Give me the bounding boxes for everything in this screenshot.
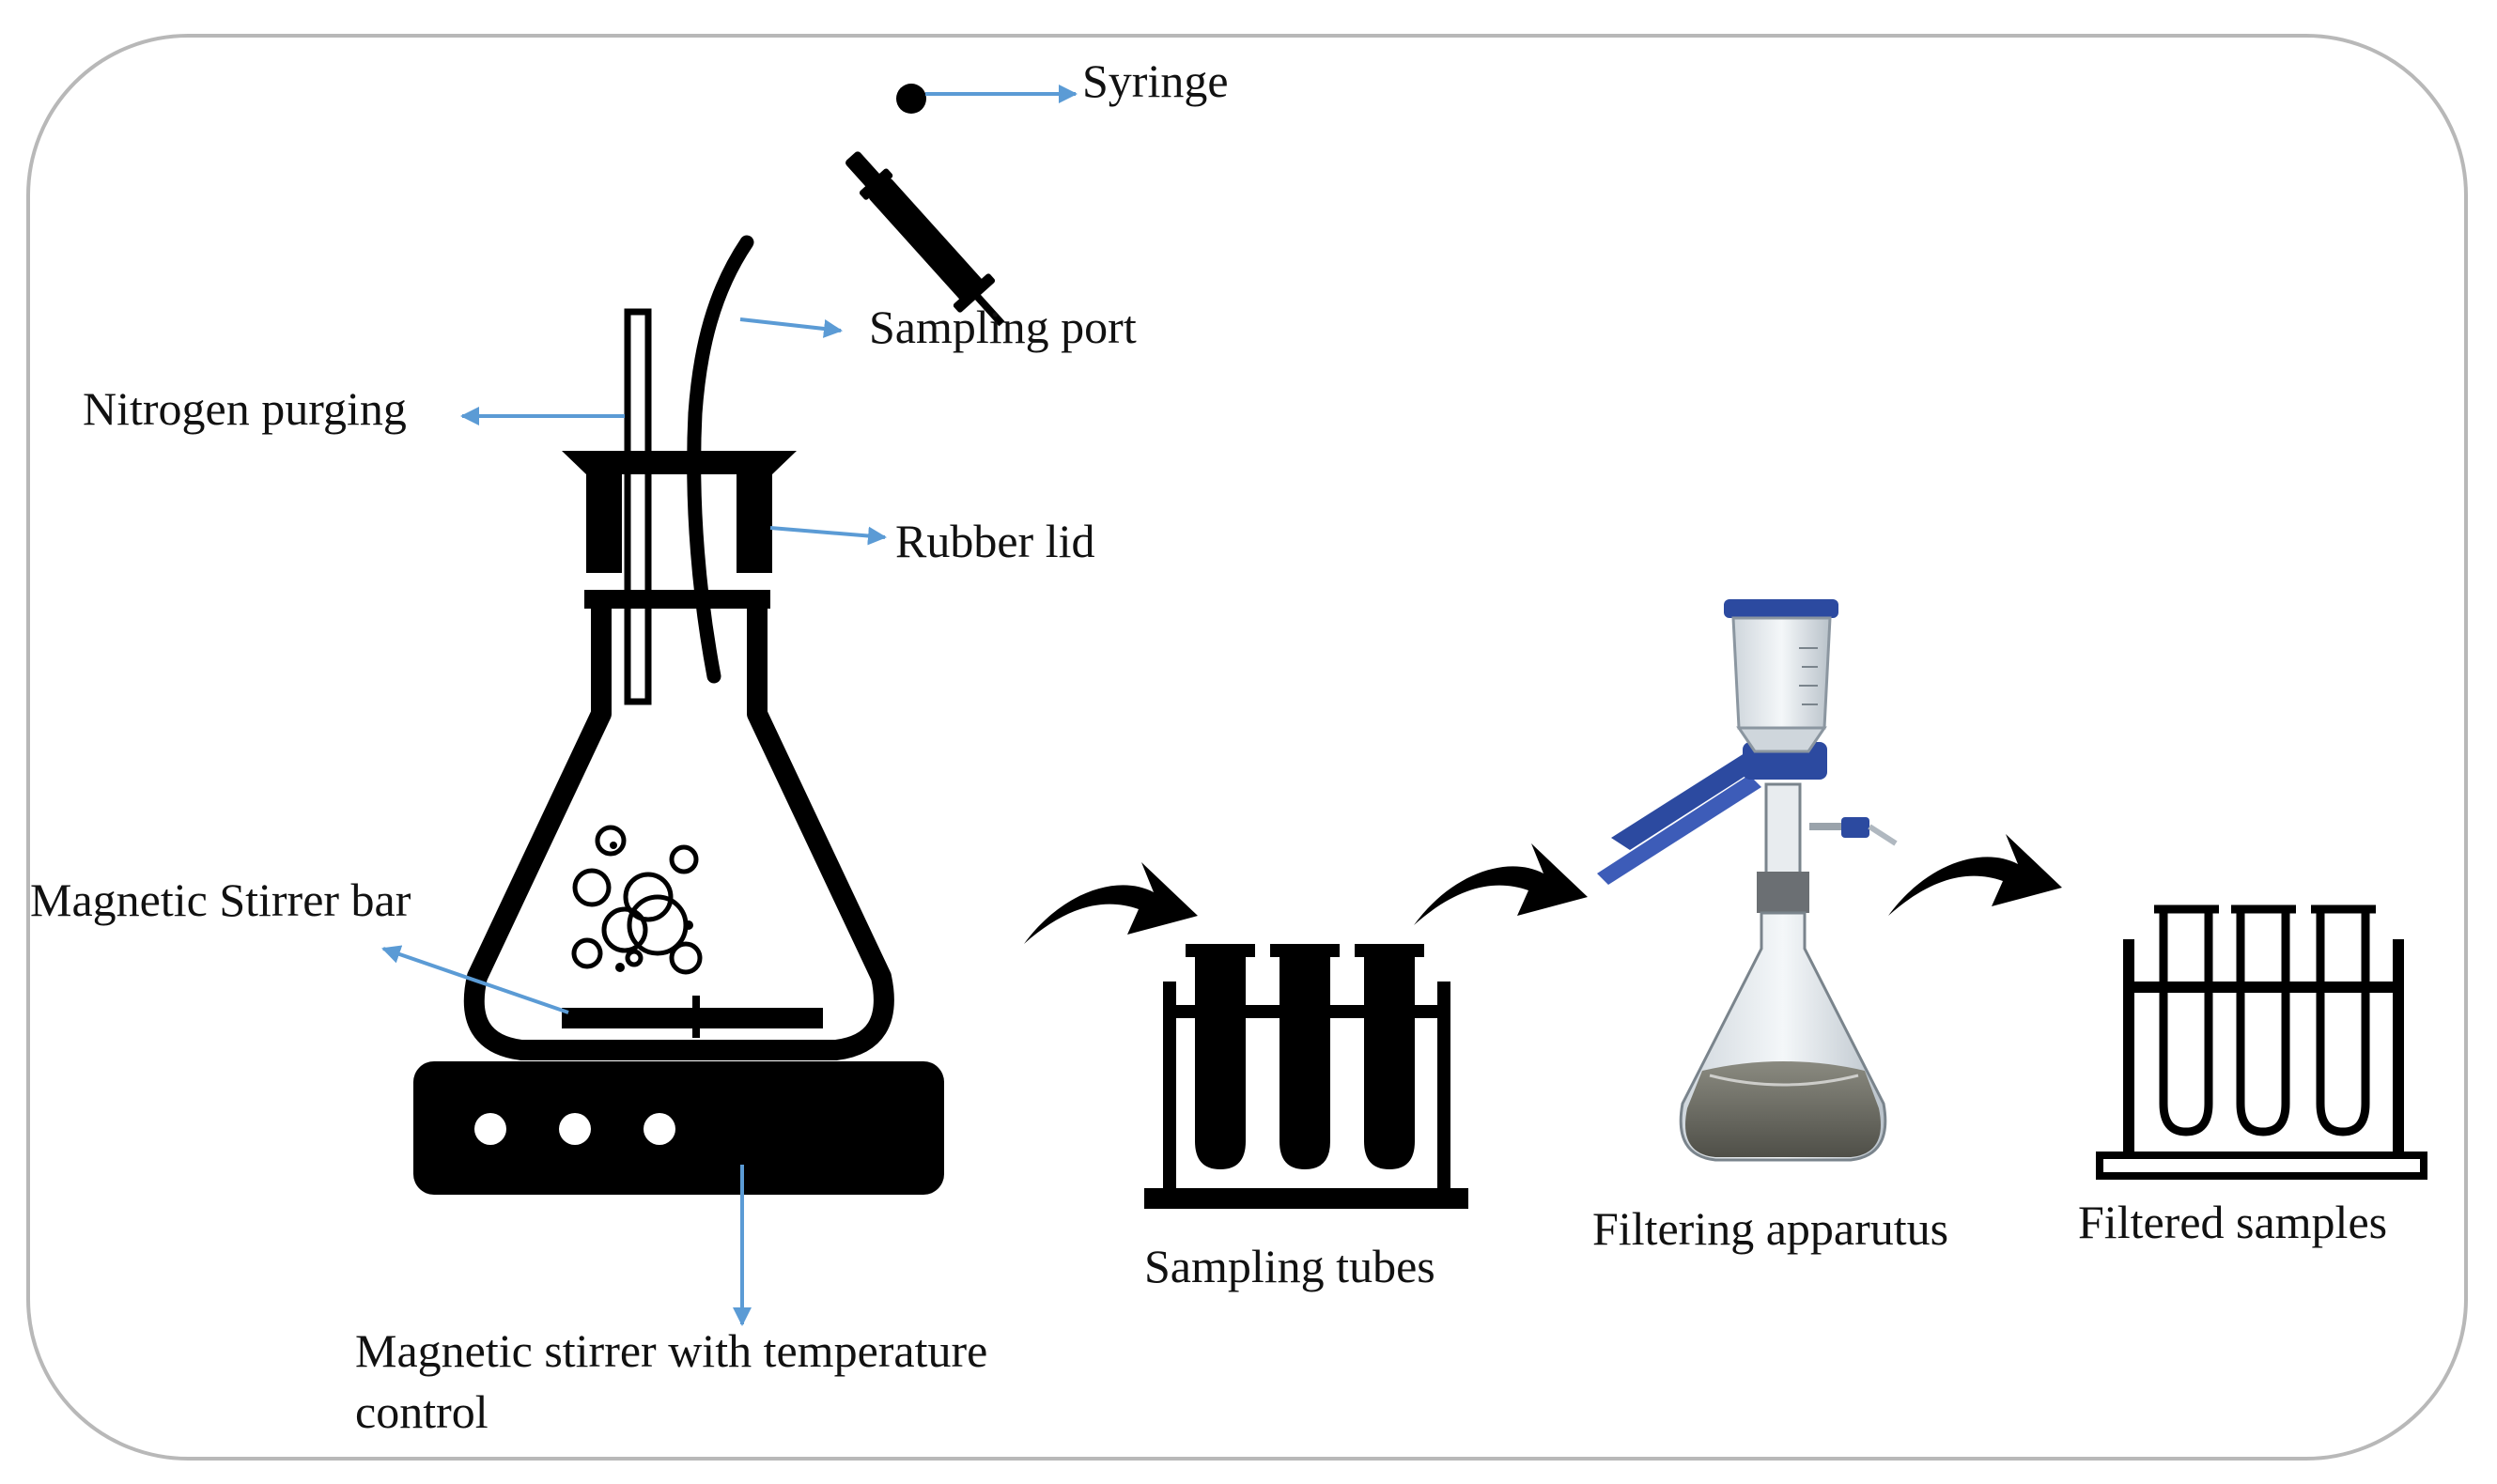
magnetic-stirrer-bar-icon [562,996,823,1038]
vacuum-filtration-icon [1597,599,1898,1162]
curved-arrow-icon [1414,843,1588,925]
label-magnetic-stirrer-line2: control [355,1385,489,1438]
test-tube-rack-icon [1144,944,1468,1209]
label-magnetic-stirrer-bar: Magnetic Stirrer bar [30,873,411,926]
test-tube-rack-icon [2096,904,2427,1180]
bubbles [571,825,703,975]
pointer-sampling-port [739,317,843,338]
label-filtering-apparatus: Filtering apparutus [1592,1202,1948,1255]
label-magnetic-stirrer-line1: Magnetic stirrer with temperature [355,1324,987,1377]
pointer-rubber-lid [769,526,887,546]
label-rubber-lid: Rubber lid [895,515,1094,567]
label-filtered-samples: Filtered samples [2078,1196,2387,1248]
syringe-icon [845,84,1005,327]
empty-test-tube [2231,904,2296,1136]
filled-test-tube [1270,944,1340,1169]
empty-test-tube [2154,904,2219,1136]
empty-test-tube [2311,904,2376,1136]
pointer-stirrer-bar [381,945,569,1014]
label-syringe: Syringe [1082,54,1229,107]
curved-arrow-icon [1024,862,1198,944]
erlenmeyer-flask-icon [463,451,894,1060]
filled-test-tube [1186,944,1255,1169]
nitrogen-purging-tube [624,308,652,705]
label-pointers [381,85,1078,1326]
curved-arrow-icon [1888,834,2062,916]
label-sampling-port: Sampling port [869,301,1137,353]
label-sampling-tubes: Sampling tubes [1144,1240,1435,1292]
hotplate-stirrer-icon [413,1061,944,1195]
label-nitrogen-purging: Nitrogen purging [83,382,407,435]
filled-test-tube [1355,944,1424,1169]
